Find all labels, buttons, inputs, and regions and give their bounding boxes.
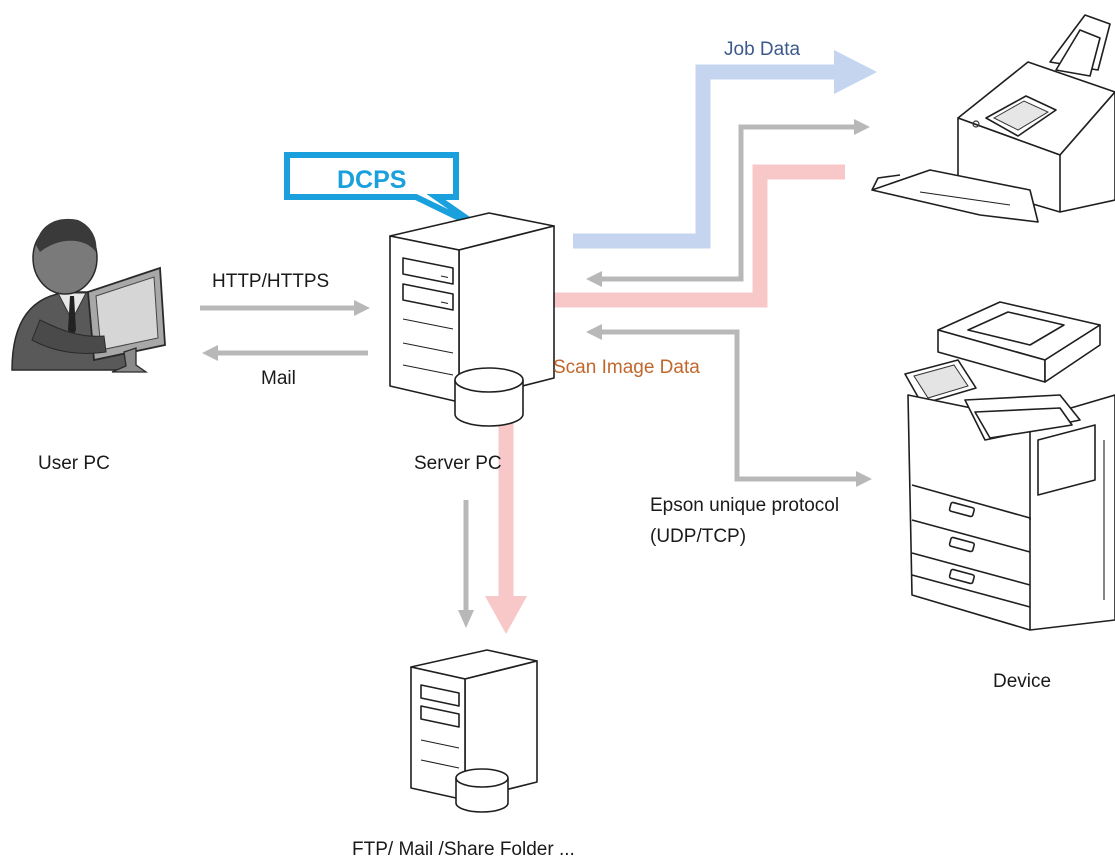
mail-arrow — [202, 345, 368, 361]
destination-label: FTP/ Mail /Share Folder ... — [352, 839, 575, 860]
server-tower-icon — [389, 212, 555, 427]
protocol-label-line1: Epson unique protocol — [650, 495, 839, 516]
multifunction-printer-icon — [904, 301, 1115, 631]
scan-image-data-label: Scan Image Data — [553, 357, 700, 378]
dcps-callout: DCPS — [284, 152, 484, 232]
job-data-label: Job Data — [724, 39, 800, 60]
http-arrow — [200, 300, 370, 316]
destination-arrow — [458, 500, 474, 628]
protocol-label-line2: (UDP/TCP) — [650, 526, 746, 547]
user-at-computer-icon — [11, 218, 166, 373]
document-scanner-icon — [871, 14, 1115, 223]
scanner-connector-arrow — [586, 119, 870, 287]
mail-label: Mail — [261, 368, 296, 389]
storage-server-icon — [410, 649, 538, 813]
printer-connector-arrow — [586, 324, 872, 487]
dcps-label: DCPS — [337, 166, 406, 194]
server-pc-label: Server PC — [414, 453, 502, 474]
http-label: HTTP/HTTPS — [212, 271, 329, 292]
device-label: Device — [993, 671, 1051, 692]
job-data-arrow — [573, 50, 877, 249]
user-pc-label: User PC — [38, 453, 110, 474]
